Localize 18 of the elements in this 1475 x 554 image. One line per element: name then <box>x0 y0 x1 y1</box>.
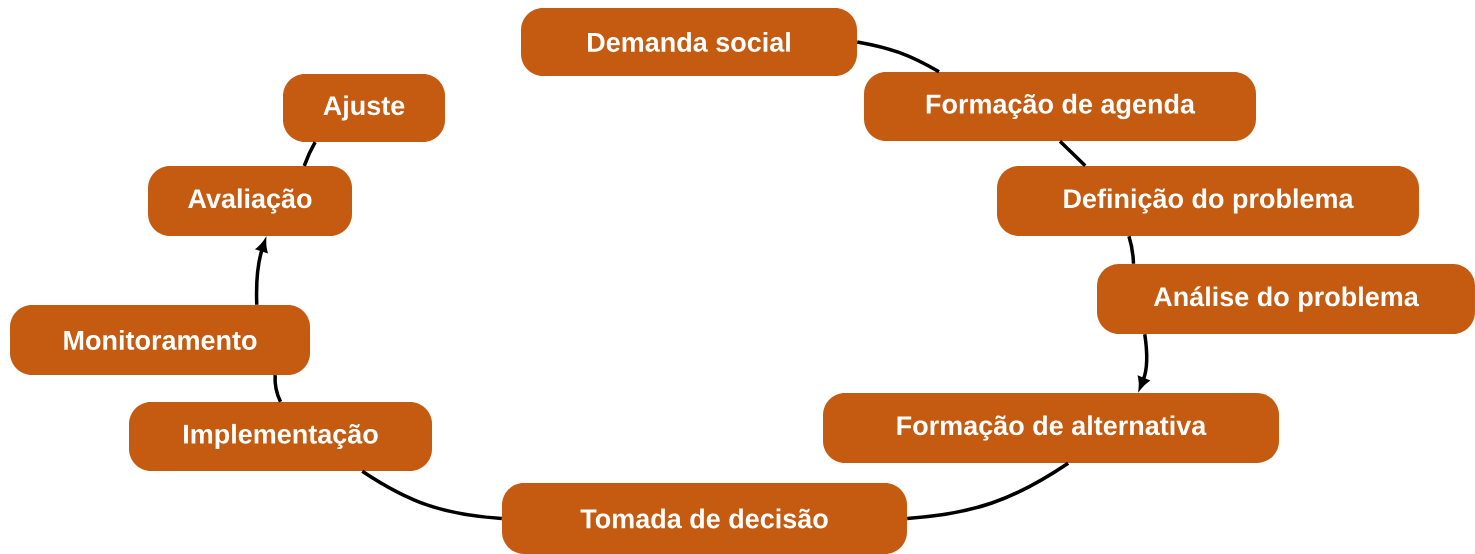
process-box: Tomada de decisão <box>502 483 907 554</box>
connector-line <box>1127 235 1136 264</box>
process-box: Definição do problema <box>997 166 1419 236</box>
process-box: Ajuste <box>283 74 445 142</box>
process-box: Monitoramento <box>10 305 310 375</box>
connector-line <box>302 141 317 167</box>
process-box: Demanda social <box>521 8 857 76</box>
process-box: Formação de alternativa <box>823 393 1279 463</box>
process-box: Análise do problema <box>1097 264 1475 334</box>
connector-line <box>907 461 1070 521</box>
process-box: Implementação <box>129 402 432 471</box>
process-box: Formação de agenda <box>864 72 1256 141</box>
connector-line <box>856 40 940 74</box>
connector-line <box>273 375 283 403</box>
arrow <box>1138 333 1149 390</box>
process-box: Avaliação <box>148 166 352 236</box>
connector-line <box>361 469 502 521</box>
connector-line <box>1058 139 1087 168</box>
